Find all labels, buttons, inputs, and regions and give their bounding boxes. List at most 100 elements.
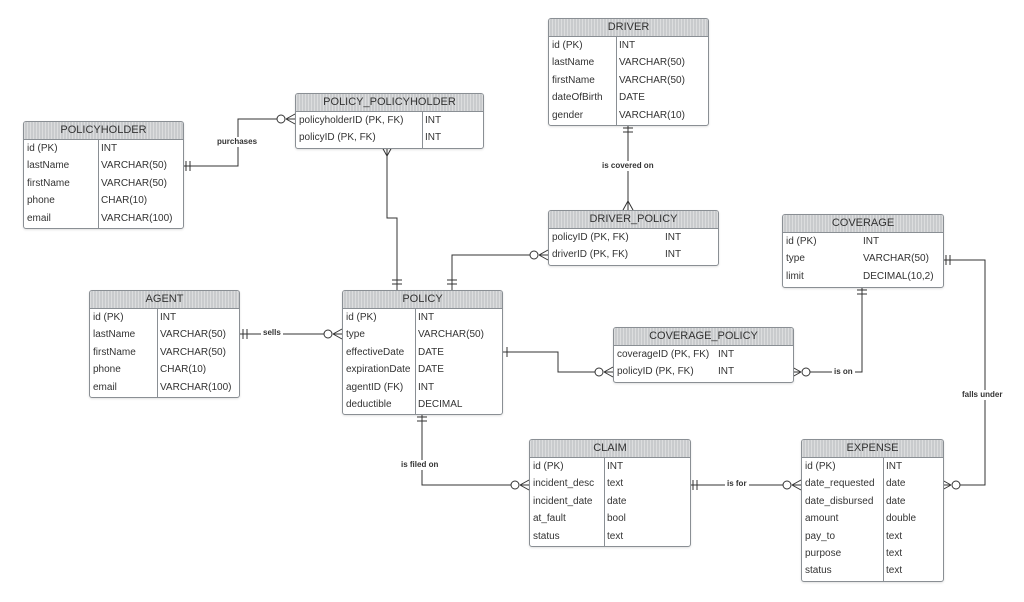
attribute-type: INT — [665, 232, 682, 243]
attribute-name: agentID (FK) — [346, 381, 404, 393]
column-divider — [415, 309, 416, 414]
attribute-name: pay_to — [805, 530, 836, 542]
label-sells: sells — [261, 328, 283, 338]
attribute-name: coverageID (PK, FK) — [617, 349, 710, 360]
attribute-type: DECIMAL — [418, 398, 463, 410]
attribute-row: pay_to text — [802, 528, 943, 545]
attribute-type: text — [886, 530, 903, 542]
optional-marker — [782, 480, 792, 490]
column-divider — [883, 458, 884, 581]
entity-title: DRIVER — [549, 19, 708, 37]
attribute-name: deductible — [346, 398, 392, 410]
attribute-row: deductible DECIMAL — [343, 396, 502, 413]
entity-policy-policyholder[interactable]: POLICY_POLICYHOLDER policyholderID (PK, F… — [295, 93, 484, 149]
attribute-type: double — [886, 513, 917, 525]
optional-marker — [276, 114, 286, 124]
attribute-type: DECIMAL(10,2) — [863, 270, 934, 282]
attribute-type: INT — [718, 349, 735, 360]
attribute-name: amount — [805, 513, 839, 525]
attribute-name: policyholderID (PK, FK) — [299, 115, 404, 126]
attribute-name: id (PK) — [533, 461, 564, 472]
attribute-row: id (PK)INT — [549, 37, 708, 54]
column-divider — [98, 140, 99, 228]
attribute-type: INT — [425, 132, 442, 144]
line-policy-cp — [501, 351, 599, 373]
column-divider — [157, 309, 158, 397]
attribute-row: policyID (PK, FK)INT — [296, 129, 483, 146]
many-marker — [622, 200, 634, 211]
attribute-type: VARCHAR(50) — [160, 329, 226, 341]
attribute-type: DATE — [619, 92, 645, 104]
column-divider — [616, 37, 617, 125]
line-falls-under — [942, 259, 986, 486]
attribute-row: coverageID (PK, FK) INT — [614, 346, 793, 363]
attribute-type: INT — [607, 461, 624, 472]
attribute-type: VARCHAR(50) — [160, 346, 226, 358]
attribute-name: lastName — [27, 160, 70, 172]
attribute-type: DATE — [418, 364, 444, 376]
attribute-row: driverID (PK, FK)INT — [549, 246, 718, 263]
attribute-type: CHAR(10) — [160, 364, 207, 376]
entity-title: AGENT — [90, 291, 239, 309]
attribute-name: lastName — [93, 329, 136, 341]
attribute-type: VARCHAR(50) — [619, 74, 685, 86]
entity-title: POLICYHOLDER — [24, 122, 183, 140]
label-is-on: is on — [832, 367, 855, 377]
attribute-type: INT — [160, 312, 177, 323]
attribute-name: policyID (PK, FK) — [617, 366, 694, 378]
attribute-type: INT — [101, 143, 118, 154]
attribute-type: VARCHAR(50) — [101, 160, 167, 172]
attribute-row: policyID (PK, FK)INT — [549, 229, 718, 246]
attribute-name: incident_date — [533, 495, 593, 507]
attribute-type: bool — [607, 513, 626, 525]
entity-coverage-policy[interactable]: COVERAGE_POLICY coverageID (PK, FK) INT pol… — [613, 327, 794, 383]
entity-title: COVERAGE_POLICY — [614, 328, 793, 346]
attribute-name: id (PK) — [346, 312, 377, 323]
attribute-type: text — [886, 565, 903, 577]
attribute-name: at_fault — [533, 513, 566, 525]
attribute-type: VARCHAR(10) — [619, 109, 685, 121]
attribute-name: incident_desc — [533, 478, 595, 490]
attribute-name: phone — [27, 195, 55, 207]
attribute-type: VARCHAR(100) — [101, 212, 173, 224]
attribute-type: date — [886, 495, 906, 507]
attribute-row: at_fault bool — [530, 510, 690, 527]
line-dp-policy — [451, 254, 534, 290]
attribute-type: VARCHAR(50) — [863, 253, 929, 265]
attribute-name: type — [786, 253, 805, 265]
attribute-name: expirationDate — [346, 364, 411, 376]
attribute-row: agentID (FK)INT — [343, 379, 502, 396]
attribute-type: INT — [619, 40, 636, 51]
one-mark — [692, 480, 698, 490]
attribute-type: date — [886, 478, 906, 490]
attribute-type: INT — [718, 366, 735, 378]
attribute-name: id (PK) — [93, 312, 124, 323]
entity-title: POLICY — [343, 291, 502, 309]
attribute-name: date_requested — [805, 478, 875, 490]
many-marker — [791, 479, 802, 491]
attribute-name: firstName — [27, 177, 70, 189]
attribute-row: incident_date date — [530, 493, 690, 510]
many-marker — [538, 249, 549, 261]
attribute-type: date — [607, 495, 627, 507]
column-divider — [422, 112, 423, 148]
attribute-name: lastName — [552, 57, 595, 69]
entity-title: POLICY_POLICYHOLDER — [296, 94, 483, 112]
many-marker — [332, 328, 343, 340]
attribute-row: id (PK)INT — [343, 309, 502, 326]
